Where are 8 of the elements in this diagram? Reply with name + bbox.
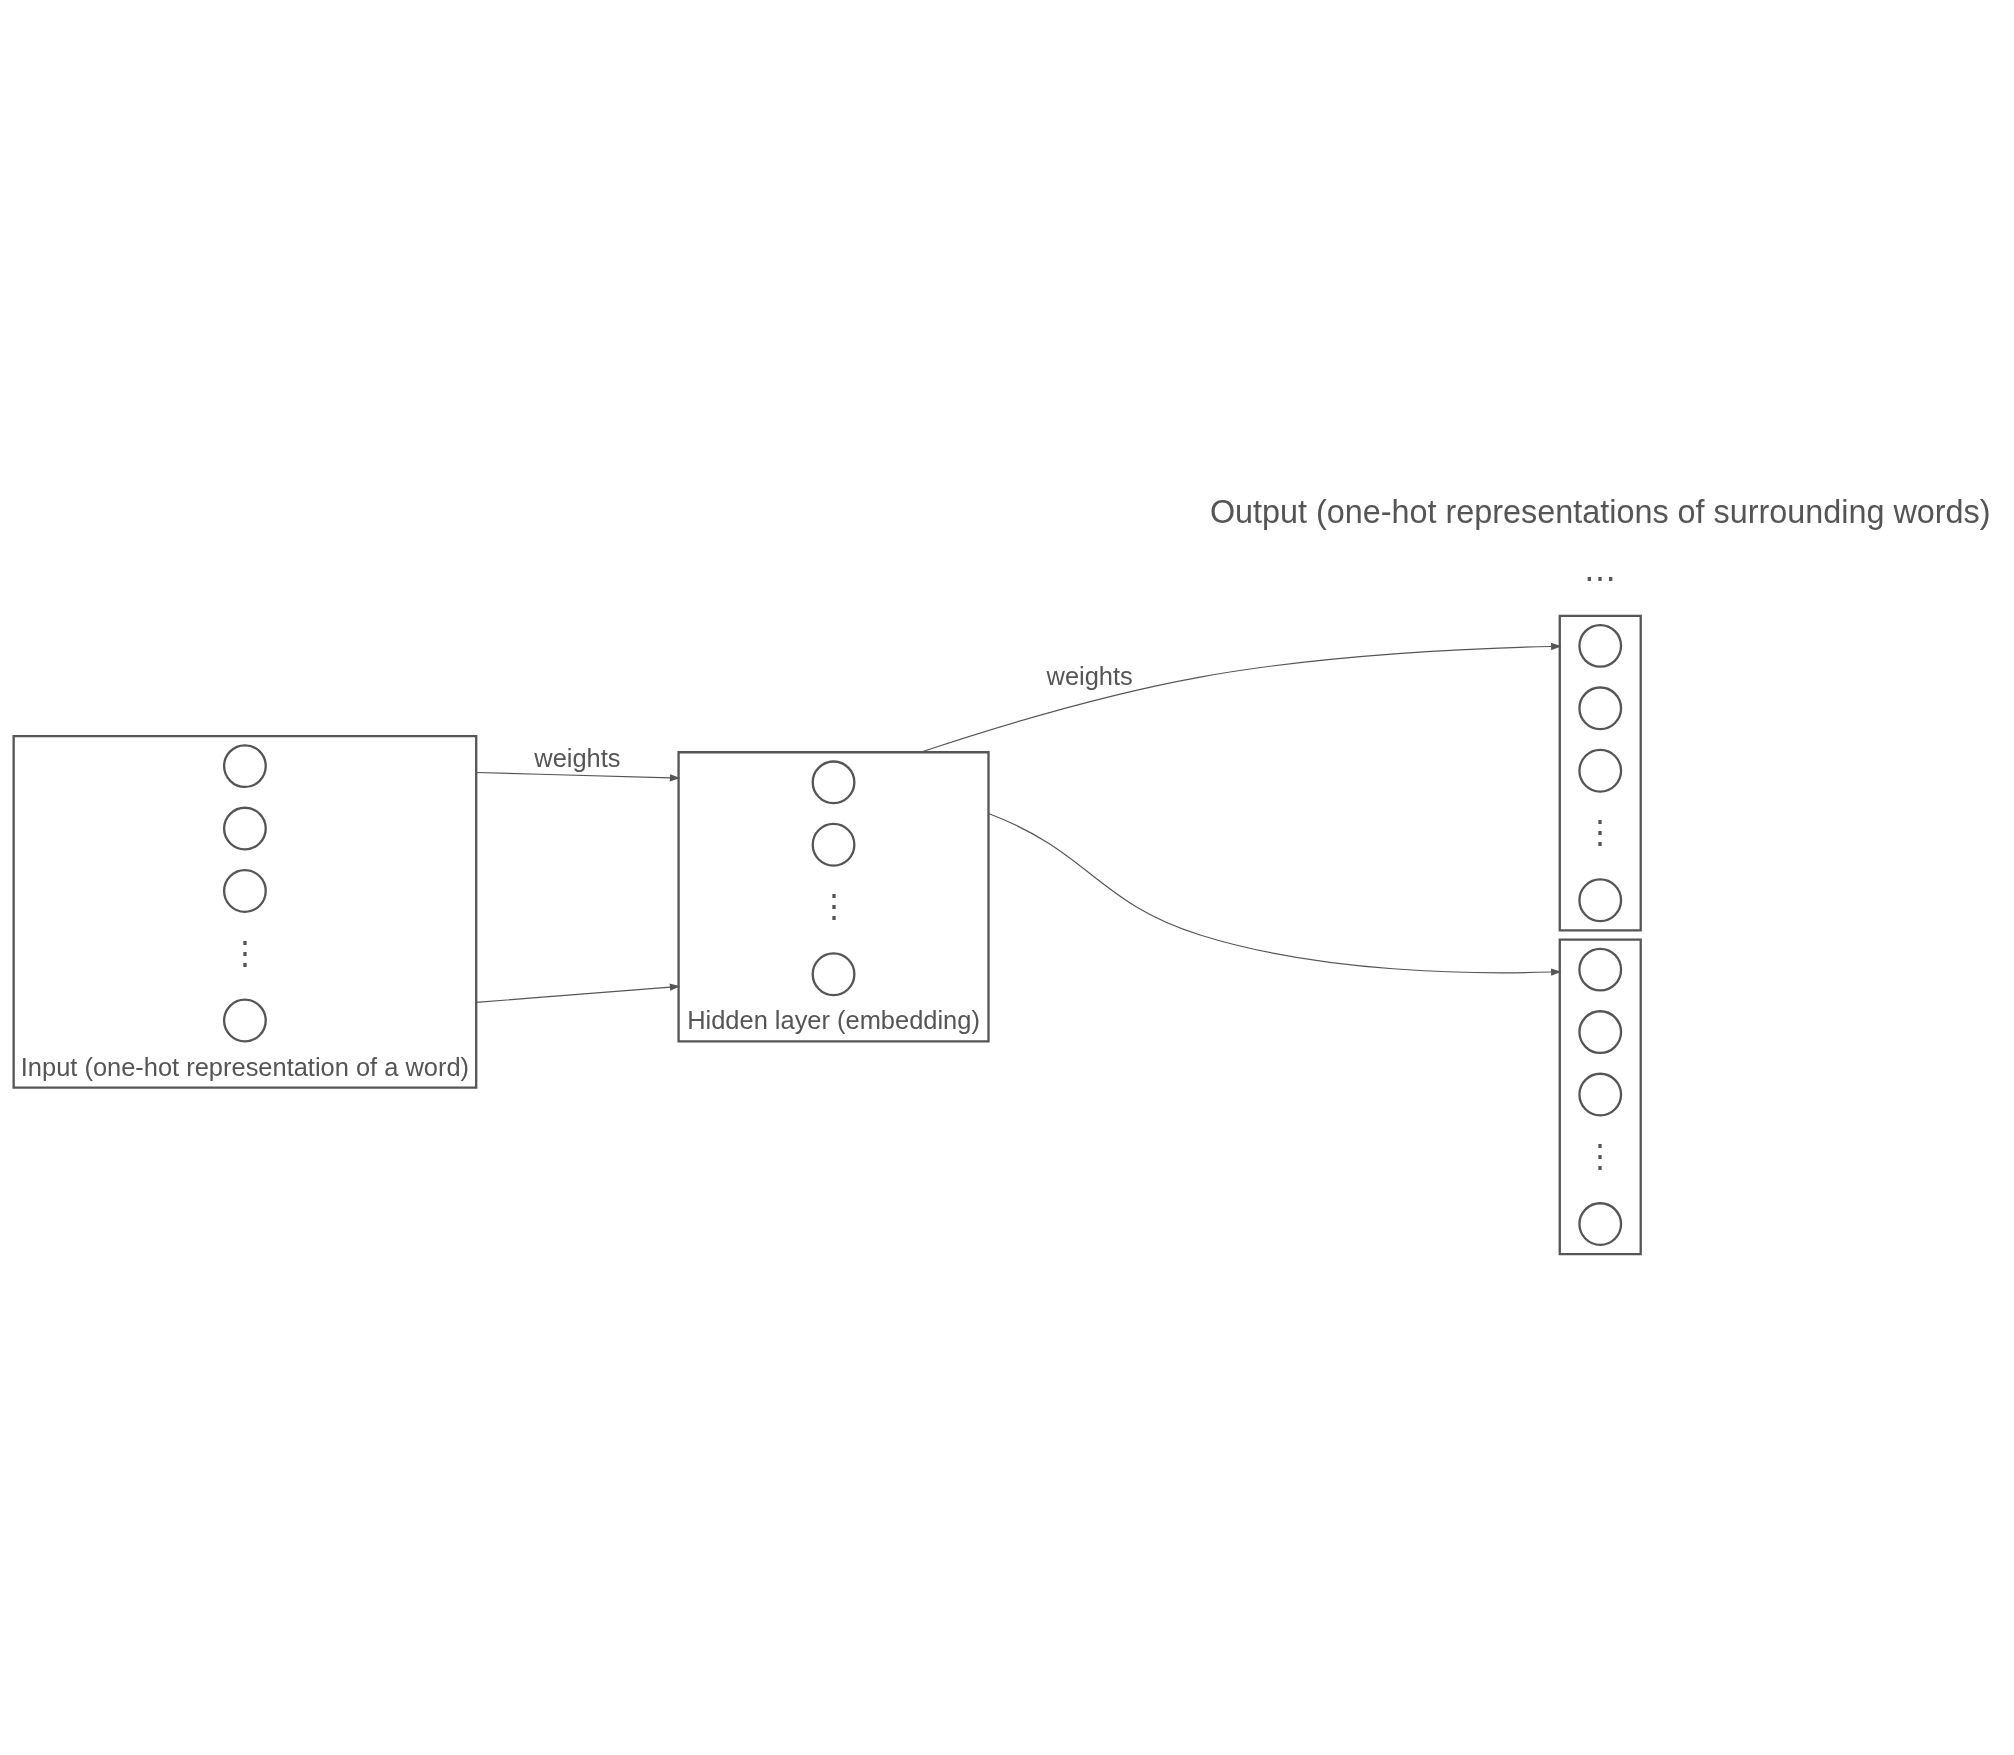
edge-label: weights: [1046, 661, 1133, 690]
edge-label: weights: [534, 743, 621, 772]
label: ⋮: [1584, 1137, 1617, 1174]
label: ⋯: [1584, 559, 1617, 596]
label: ⋮: [228, 934, 261, 971]
label: ⋮: [817, 887, 850, 924]
label: Output (one-hot representations of surrounding words): [1209, 493, 1991, 530]
label: ⋮: [1584, 813, 1617, 850]
